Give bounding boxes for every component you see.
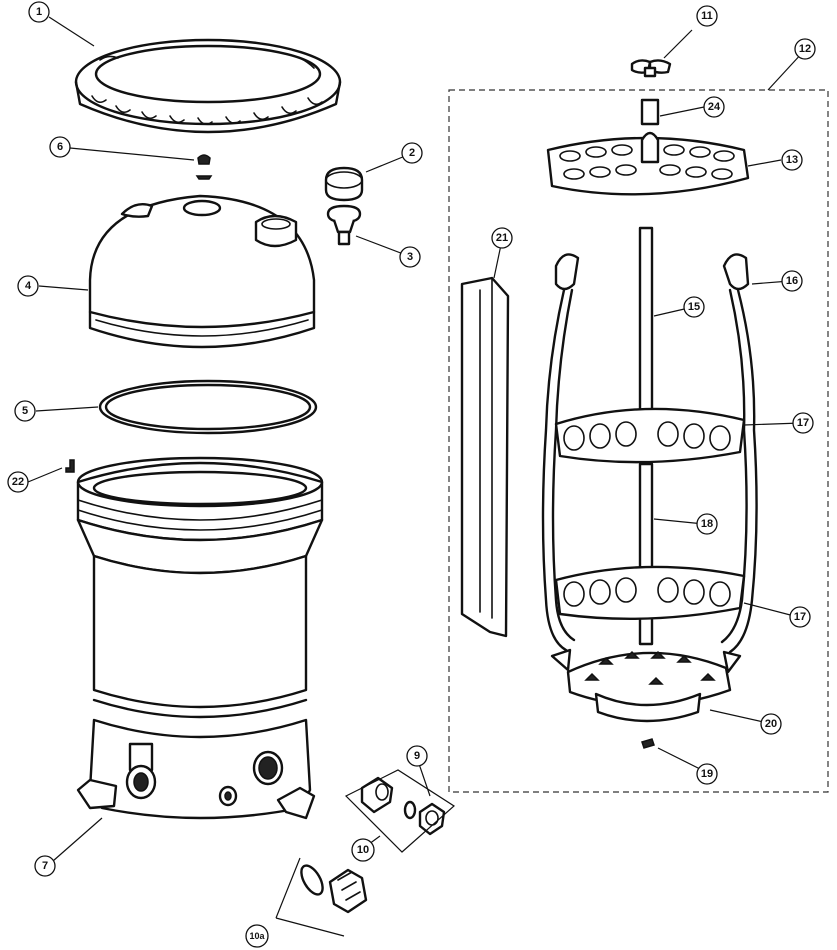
- part-nut: [640, 98, 660, 126]
- svg-text:12: 12: [799, 43, 811, 55]
- part-spacer-upper: [554, 407, 746, 464]
- svg-text:17: 17: [794, 611, 806, 623]
- part-filter-grid: [460, 276, 510, 638]
- callout-13: 13: [781, 149, 803, 171]
- part-cap: [324, 166, 364, 202]
- callout-10: 10: [351, 838, 375, 862]
- part-side-frame: [541, 253, 758, 654]
- callout-9: 9: [406, 745, 428, 767]
- callout-1: 1: [28, 1, 50, 23]
- svg-text:10a: 10a: [249, 931, 265, 941]
- part-clip: [65, 459, 75, 473]
- callout-3: 3: [399, 246, 421, 268]
- part-union-fitting: [360, 776, 394, 814]
- callout-16: 16: [781, 270, 803, 292]
- callout-15: 15: [683, 296, 705, 318]
- svg-text:16: 16: [786, 275, 798, 287]
- part-air-relief-valve: [326, 204, 362, 246]
- svg-text:5: 5: [22, 405, 28, 417]
- callout-7: 7: [34, 855, 56, 877]
- svg-text:17: 17: [797, 417, 809, 429]
- part-gasket: [403, 800, 446, 836]
- part-lock-ring: [74, 38, 342, 134]
- svg-text:19: 19: [701, 768, 713, 780]
- callout-17-upper: 17: [792, 412, 814, 434]
- svg-text:6: 6: [57, 141, 63, 153]
- svg-text:22: 22: [12, 476, 24, 488]
- svg-text:18: 18: [701, 518, 713, 530]
- part-spacer-lower: [554, 565, 746, 620]
- callout-19: 19: [696, 763, 718, 785]
- callout-18: 18: [696, 513, 718, 535]
- callout-4: 4: [17, 275, 39, 297]
- svg-text:10: 10: [357, 844, 369, 856]
- svg-text:15: 15: [688, 301, 700, 313]
- part-o-ring: [98, 379, 318, 435]
- part-small-knob: [195, 154, 213, 180]
- svg-text:7: 7: [42, 860, 48, 872]
- callout-6: 6: [49, 136, 71, 158]
- callout-5: 5: [14, 400, 36, 422]
- bracket-10a: [275, 857, 345, 937]
- svg-text:2: 2: [409, 147, 415, 159]
- svg-text:24: 24: [708, 101, 721, 113]
- svg-text:13: 13: [786, 154, 798, 166]
- part-top-manifold: [546, 131, 750, 196]
- part-tank-lid: [88, 194, 316, 349]
- part-drain-plug: [300, 864, 368, 914]
- callout-21: 21: [491, 227, 513, 249]
- svg-text:3: 3: [407, 251, 413, 263]
- callout-11: 11: [696, 5, 718, 27]
- svg-text:20: 20: [765, 718, 777, 730]
- svg-text:21: 21: [496, 232, 508, 244]
- part-wing-nut: [630, 59, 672, 78]
- svg-text:4: 4: [25, 280, 32, 292]
- callout-22: 22: [7, 471, 29, 493]
- cartridge-assembly-box: [448, 89, 829, 793]
- bracket-10: [344, 769, 455, 853]
- svg-text:9: 9: [414, 750, 420, 762]
- svg-text:11: 11: [701, 10, 713, 22]
- callout-20: 20: [760, 713, 782, 735]
- part-small-o-ring: [641, 738, 655, 749]
- callout-10a: 10a: [245, 924, 269, 948]
- callout-17-lower: 17: [789, 606, 811, 628]
- callout-24: 24: [703, 96, 725, 118]
- svg-text:1: 1: [36, 6, 42, 18]
- part-tank-body: [76, 456, 324, 820]
- callout-12: 12: [794, 38, 816, 60]
- callout-2: 2: [401, 142, 423, 164]
- part-bottom-manifold: [550, 648, 742, 723]
